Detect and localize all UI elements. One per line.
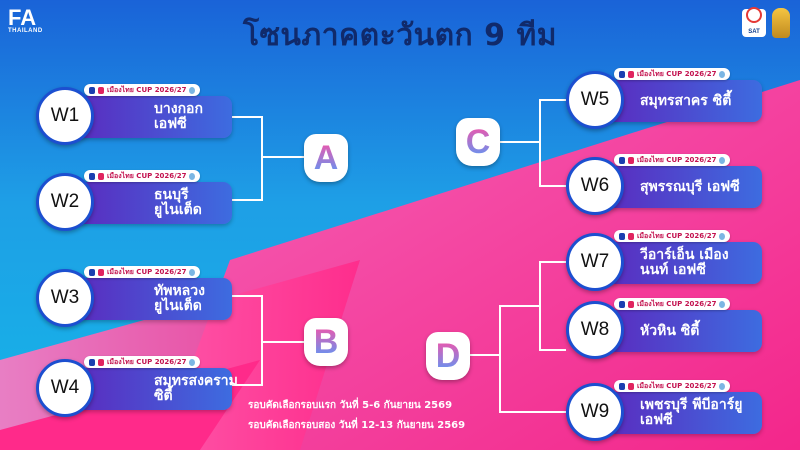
team-card-w1: เมืองไทย CUP 2026/27 บางกอก เอฟซี W1 [36, 84, 232, 145]
team-pill [606, 166, 762, 208]
fa-icon [619, 232, 625, 240]
cup-tag: เมืองไทย CUP 2026/27 [614, 154, 731, 166]
cup-tag: เมืองไทย CUP 2026/27 [84, 356, 201, 368]
team-name: หัวหิน ซิตี้ [640, 322, 700, 339]
group-b-badge: B [304, 318, 348, 366]
seed-badge: W9 [566, 383, 624, 441]
team-pill [76, 368, 232, 410]
seed-badge: W1 [36, 87, 94, 145]
round1-date-note: รอบคัดเลือกรอบแรก วันที่ 5-6 กันยายน 256… [248, 400, 453, 411]
team-pill [606, 310, 762, 352]
fa-icon [619, 382, 625, 390]
trophy-icon [719, 70, 726, 78]
team-card-w8: เมืองไทย CUP 2026/27 หัวหิน ซิตี้ W8 [566, 298, 762, 359]
cup-logo-icon [98, 358, 104, 366]
team-name: สุพรรณบุรี เอฟซี [640, 178, 740, 195]
cup-logo-icon [628, 70, 634, 78]
seed-badge: W8 [566, 301, 624, 359]
seed-badge: W3 [36, 269, 94, 327]
group-letter: C [465, 122, 491, 161]
trophy-icon [189, 268, 196, 276]
team-name: ธนบุรี ยูไนเต็ด [154, 187, 202, 218]
seed-badge: W4 [36, 359, 94, 417]
cup-tag: เมืองไทย CUP 2026/27 [614, 68, 731, 80]
fa-icon [619, 300, 625, 308]
trophy-icon [189, 358, 196, 366]
team-pill [606, 242, 762, 284]
group-letter: D [435, 336, 461, 375]
trophy-icon [719, 300, 726, 308]
trophy-icon [719, 382, 726, 390]
trophy-icon [189, 86, 196, 94]
trophy-icon [719, 232, 726, 240]
cup-tag: เมืองไทย CUP 2026/27 [614, 380, 731, 392]
team-pill [606, 80, 762, 122]
cup-logo-icon [628, 382, 634, 390]
sat-logo: SAT [742, 9, 766, 37]
cup-tag: เมืองไทย CUP 2026/27 [84, 266, 201, 278]
trophy-icon [189, 172, 196, 180]
fa-icon [89, 86, 95, 94]
cup-tag: เมืองไทย CUP 2026/27 [84, 170, 201, 182]
team-name: บางกอก เอฟซี [154, 101, 203, 132]
round2-date-note: รอบคัดเลือกรอบสอง วันที่ 12-13 กันยายน 2… [248, 420, 466, 431]
team-card-w7: เมืองไทย CUP 2026/27 วีอาร์เอ็น เมืองนนท… [566, 230, 762, 291]
group-letter: B [313, 322, 339, 361]
cup-tag: เมืองไทย CUP 2026/27 [84, 84, 201, 96]
page-title: โซนภาคตะวันตก 9 ทีม [242, 18, 558, 53]
cup-trophy-logo [772, 8, 790, 38]
team-name: สมุทรสงคราม ซิตี้ [154, 373, 238, 404]
team-name: ทัพหลวง ยูไนเต็ด [154, 283, 205, 314]
group-c-badge: C [456, 118, 500, 166]
seed-badge: W6 [566, 157, 624, 215]
fa-icon [619, 156, 625, 164]
fa-icon [89, 358, 95, 366]
fa-thailand-logo: FA THAILAND [8, 5, 43, 35]
fa-icon [619, 70, 625, 78]
cup-logo-icon [628, 232, 634, 240]
fa-icon [89, 268, 95, 276]
partner-logos: SAT [742, 8, 790, 38]
seed-badge: W5 [566, 71, 624, 129]
group-a-badge: A [304, 134, 348, 182]
group-d-badge: D [426, 332, 470, 380]
seed-badge: W7 [566, 233, 624, 291]
cup-tag: เมืองไทย CUP 2026/27 [614, 230, 731, 242]
team-pill [76, 182, 232, 224]
group-letter: A [313, 138, 339, 177]
cup-logo-icon [98, 172, 104, 180]
team-card-w4: เมืองไทย CUP 2026/27 สมุทรสงคราม ซิตี้ W… [36, 356, 238, 417]
cup-tag: เมืองไทย CUP 2026/27 [614, 298, 731, 310]
seed-badge: W2 [36, 173, 94, 231]
team-card-w6: เมืองไทย CUP 2026/27 สุพรรณบุรี เอฟซี W6 [566, 154, 762, 215]
team-pill [76, 96, 232, 138]
team-card-w2: เมืองไทย CUP 2026/27 ธนบุรี ยูไนเต็ด W2 [36, 170, 232, 231]
cup-logo-icon [98, 86, 104, 94]
team-pill [76, 278, 232, 320]
team-name: วีอาร์เอ็น เมืองนนท์ เอฟซี [640, 247, 729, 278]
team-card-w3: เมืองไทย CUP 2026/27 ทัพหลวง ยูไนเต็ด W3 [36, 266, 232, 327]
team-card-w9: เมืองไทย CUP 2026/27 เพชรบุรี พีบีอาร์ยู… [566, 380, 762, 441]
trophy-icon [719, 156, 726, 164]
fa-icon [89, 172, 95, 180]
cup-logo-icon [628, 300, 634, 308]
team-name: สมุทรสาคร ซิตี้ [640, 92, 732, 109]
team-name: เพชรบุรี พีบีอาร์ยู เอฟซี [640, 397, 743, 428]
team-card-w5: เมืองไทย CUP 2026/27 สมุทรสาคร ซิตี้ W5 [566, 68, 762, 129]
team-pill [606, 392, 762, 434]
cup-logo-icon [98, 268, 104, 276]
cup-logo-icon [628, 156, 634, 164]
